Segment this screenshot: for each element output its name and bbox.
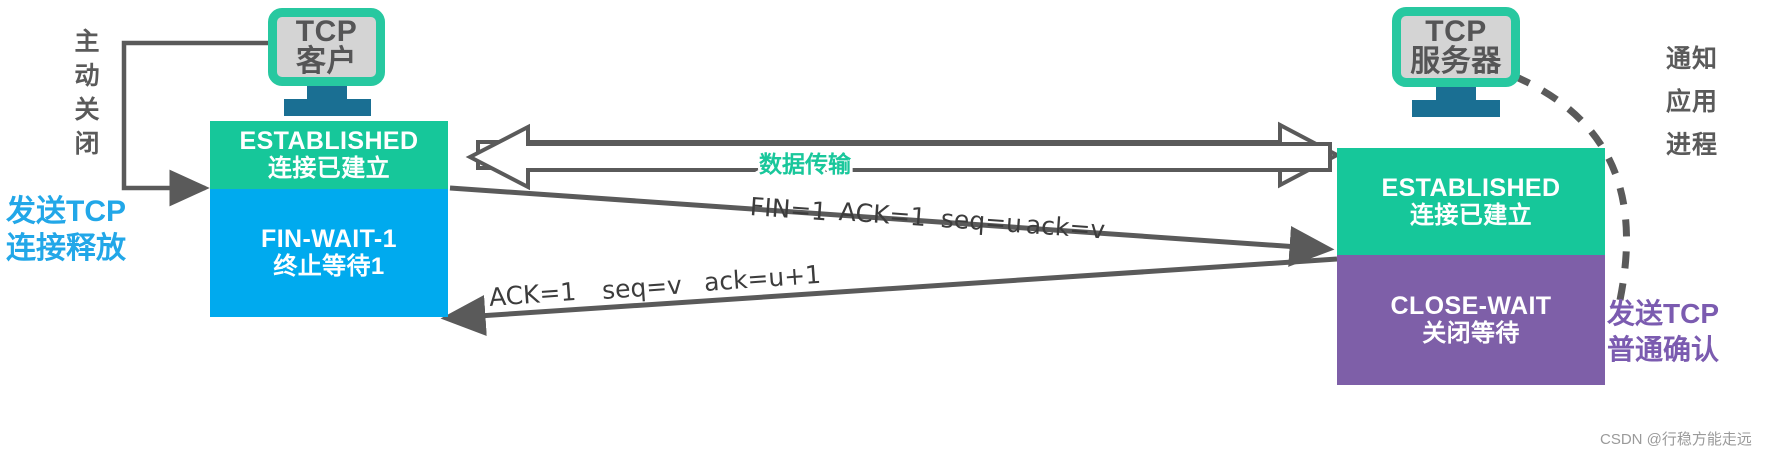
server-state-established-en: ESTABLISHED	[1381, 173, 1561, 202]
ack-segment-field-ack-num: ack=u+1	[703, 259, 822, 297]
notify-app-label-line1: 通知	[1666, 45, 1719, 73]
server-icon-label-cn: 服务器	[1410, 45, 1502, 78]
tcp-server-monitor-icon: TCP 服务器	[1392, 7, 1520, 87]
server-state-established: ESTABLISHED 连接已建立	[1337, 148, 1605, 255]
client-monitor-stand-base	[284, 99, 371, 116]
ack-segment-field-seq: seq=v	[601, 270, 683, 305]
server-state-close-wait-en: CLOSE-WAIT	[1390, 292, 1552, 321]
fin-segment-field-fin: FIN=1	[748, 192, 829, 227]
send-tcp-ack-label-line2: 普通确认	[1607, 334, 1720, 365]
notify-app-label-line3: 进程	[1666, 131, 1719, 159]
client-state-fin-wait-1: FIN-WAIT-1 终止等待1	[210, 189, 448, 317]
ack-segment-arrow	[440, 256, 1338, 336]
fin-segment-field-seq: seq=u	[939, 204, 1023, 239]
server-state-established-cn: 连接已建立	[1410, 201, 1532, 229]
client-state-established: ESTABLISHED 连接已建立	[210, 121, 448, 189]
client-icon-label-en: TCP	[295, 15, 358, 48]
data-transfer-arrows	[465, 121, 1342, 191]
ack-segment-field-ack-flag: ACK=1	[488, 276, 578, 312]
server-icon-label-en: TCP	[1425, 15, 1487, 48]
server-state-close-wait-cn: 关闭等待	[1422, 320, 1520, 348]
data-transfer-label: 数据传输	[757, 149, 853, 179]
notify-app-label-line2: 应用	[1666, 88, 1719, 116]
client-state-fin-wait-1-cn: 终止等待1	[273, 253, 385, 281]
csdn-watermark: CSDN @行稳方能走远	[1600, 431, 1752, 448]
active-close-label: 主动关闭	[71, 28, 99, 164]
client-icon-label-cn: 客户	[296, 45, 357, 78]
client-state-established-en: ESTABLISHED	[239, 127, 419, 156]
send-tcp-release-label-line1: 发送TCP	[6, 195, 126, 228]
server-monitor-stand-base	[1412, 100, 1500, 117]
tcp-client-monitor-icon: TCP 客户	[268, 8, 385, 86]
send-tcp-ack-label-line1: 发送TCP	[1607, 298, 1720, 329]
client-state-fin-wait-1-en: FIN-WAIT-1	[261, 225, 397, 254]
send-tcp-release-label-line2: 连接释放	[6, 232, 126, 265]
client-state-established-cn: 连接已建立	[268, 155, 390, 183]
fin-segment-field-ack-num: ack=v	[1024, 210, 1107, 245]
client-monitor-stand-neck	[307, 86, 347, 102]
server-state-close-wait: CLOSE-WAIT 关闭等待	[1337, 255, 1605, 385]
server-monitor-stand-neck	[1436, 87, 1476, 103]
fin-segment-field-ack-flag: ACK=1	[837, 197, 928, 233]
